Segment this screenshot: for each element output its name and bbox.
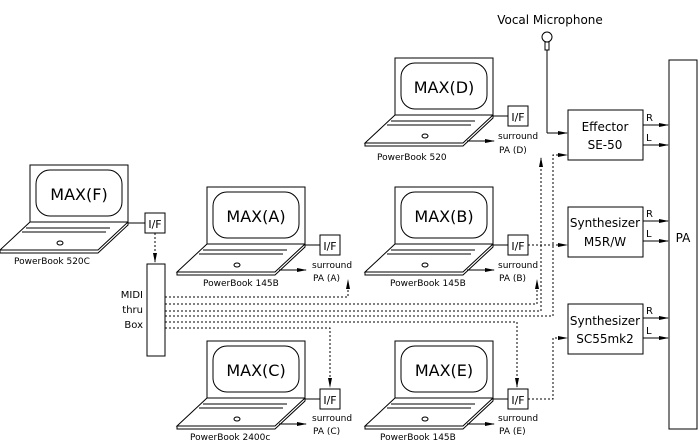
trackball-icon bbox=[421, 133, 429, 139]
midi-cables bbox=[165, 153, 568, 400]
channel-l-label: L bbox=[646, 133, 652, 144]
interface-label: I/F bbox=[148, 218, 161, 231]
laptop-keyboard-base bbox=[0, 221, 129, 251]
channel-r-label: R bbox=[646, 113, 653, 124]
laptop-model-label: PowerBook 520 bbox=[377, 153, 447, 163]
laptop-screen bbox=[35, 169, 123, 217]
laptop-max-d bbox=[363, 57, 494, 147]
laptop-screen-label: MAX(F) bbox=[50, 185, 107, 204]
laptop-model-label: PowerBook 145B bbox=[380, 433, 456, 443]
interface-box-a bbox=[319, 234, 341, 256]
interface-box-d bbox=[507, 105, 529, 127]
synthesizer-sc55-box bbox=[567, 303, 644, 355]
microphone-icon bbox=[541, 31, 553, 43]
laptop-max-e bbox=[363, 340, 494, 430]
laptop-screen-label: MAX(E) bbox=[415, 361, 473, 380]
midi-box-label: thru bbox=[122, 305, 143, 316]
channel-r-label: R bbox=[646, 306, 653, 317]
device-label: M5R/W bbox=[584, 235, 626, 249]
trackball-icon bbox=[421, 416, 429, 422]
midi-thru-box bbox=[146, 263, 166, 357]
laptop-max-c bbox=[175, 340, 306, 430]
surround-label: surround bbox=[312, 414, 352, 424]
pa-output-label: PA (C) bbox=[313, 427, 340, 437]
laptop-model-label: PowerBook 145B bbox=[390, 279, 466, 289]
laptop-screen-label: MAX(B) bbox=[414, 207, 473, 226]
effector-box bbox=[567, 109, 644, 161]
interface-box-c bbox=[319, 388, 341, 410]
surround-label: surround bbox=[498, 132, 538, 142]
laptop-max-b bbox=[363, 186, 494, 276]
pa-output-label: PA (D) bbox=[499, 146, 527, 156]
channel-l-label: L bbox=[646, 229, 652, 240]
midi-box-label: Box bbox=[124, 320, 143, 331]
laptop-model-label: PowerBook 520C bbox=[14, 257, 90, 267]
trackball-icon bbox=[233, 262, 241, 268]
pa-output-label: PA (B) bbox=[499, 274, 526, 284]
pa-label: PA bbox=[676, 231, 691, 245]
interface-label: I/F bbox=[511, 240, 524, 253]
pa-output-label: PA (E) bbox=[499, 427, 526, 437]
microphone-label: Vocal Microphone bbox=[497, 13, 603, 27]
device-label: Synthesizer bbox=[570, 216, 640, 230]
interface-label: I/F bbox=[511, 394, 524, 407]
device-label: Effector bbox=[582, 120, 629, 134]
trackball-icon bbox=[421, 262, 429, 268]
device-label: SE-50 bbox=[588, 138, 623, 152]
channel-r-label: R bbox=[646, 209, 653, 220]
surround-label: surround bbox=[498, 261, 538, 271]
device-label: SC55mk2 bbox=[576, 332, 634, 346]
trackball-icon bbox=[56, 240, 64, 246]
synthesizer-m5r-box bbox=[567, 206, 644, 258]
interface-label: I/F bbox=[323, 240, 336, 253]
pa-output-label: PA (A) bbox=[313, 274, 340, 284]
laptop-max-a bbox=[175, 186, 306, 276]
surround-label: surround bbox=[498, 414, 538, 424]
midi-box-label: MIDI bbox=[121, 290, 143, 301]
surround-label: surround bbox=[312, 261, 352, 271]
laptop-screen-frame bbox=[29, 164, 129, 223]
trackball-icon bbox=[233, 416, 241, 422]
laptop-model-label: PowerBook 145B bbox=[203, 279, 279, 289]
interface-label: I/F bbox=[511, 111, 524, 124]
laptop-model-label: PowerBook 2400c bbox=[190, 433, 270, 443]
channel-l-label: L bbox=[646, 326, 652, 337]
device-label: Synthesizer bbox=[570, 314, 640, 328]
laptop-max-f bbox=[0, 164, 129, 254]
laptop-screen-label: MAX(D) bbox=[414, 78, 475, 97]
laptop-screen-label: MAX(A) bbox=[226, 207, 285, 226]
laptop-screen-label: MAX(C) bbox=[226, 361, 285, 380]
interface-label: I/F bbox=[323, 394, 336, 407]
pa-box bbox=[668, 59, 698, 430]
